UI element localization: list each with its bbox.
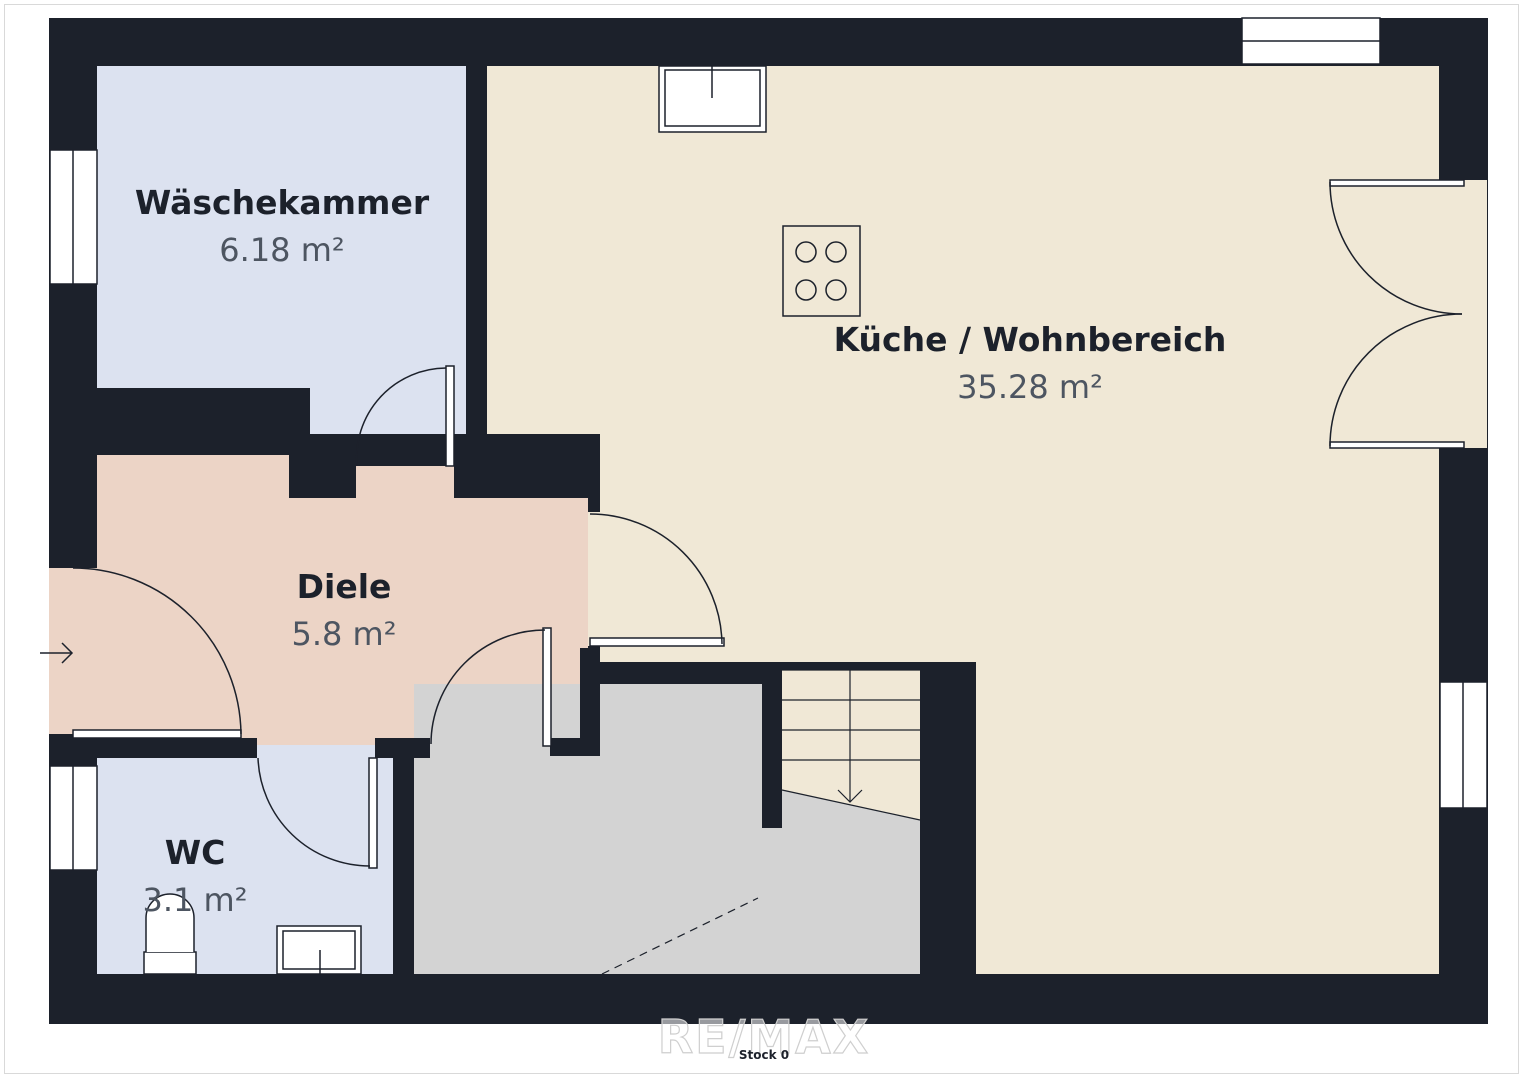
- room-floor-waeschekammer-notch: [310, 388, 466, 434]
- room-floor-kueche-terrace-gap: [1439, 180, 1487, 448]
- room-floor-diele-entrance: [49, 568, 99, 734]
- room-floor-kueche: [487, 66, 1439, 434]
- wall-waesche-kueche: [466, 66, 487, 436]
- window-icon: [49, 149, 98, 285]
- room-area-kueche: 35.28 m²: [957, 368, 1103, 406]
- room-floor-waeschekammer: [97, 66, 466, 388]
- door-swing-icon: [355, 365, 455, 467]
- wall-waesche-diele-left: [97, 388, 310, 455]
- room-floor-kueche-right: [976, 662, 1439, 974]
- page-frame: [4, 4, 1519, 1074]
- wall-diele-pier-left: [289, 434, 356, 498]
- stairs-floor: [782, 670, 920, 820]
- window-icon: [1439, 681, 1488, 809]
- door-swing-icon: [72, 567, 242, 739]
- door-swing-icon: [257, 757, 378, 869]
- wall-diele-wc-left: [49, 738, 257, 758]
- wall-stair-right: [920, 662, 976, 974]
- entrance-arrow-icon: [40, 642, 74, 664]
- window-icon: [1241, 17, 1381, 65]
- stove-icon: [782, 225, 861, 317]
- sink-icon: [276, 925, 362, 975]
- wall-storage-top: [600, 662, 782, 684]
- window-icon: [49, 765, 98, 871]
- door-swing-icon: [430, 627, 552, 747]
- wall-diele-pier-right: [454, 434, 600, 498]
- room-floor-diele: [97, 455, 289, 745]
- door-swing-icon: [1329, 179, 1465, 449]
- stair-under-area: [764, 790, 920, 974]
- wall-diele-stair: [580, 648, 600, 756]
- room-floor-kueche-lower: [600, 434, 1439, 662]
- room-area-wc: 3.1 m²: [142, 881, 247, 919]
- floor-label: Stock 0: [739, 1048, 789, 1062]
- room-floor-kueche-doorway: [588, 512, 602, 646]
- wall-diele-stair-foot: [550, 738, 600, 756]
- room-name-kueche: Küche / Wohnbereich: [834, 320, 1227, 359]
- door-swing-icon: [589, 513, 725, 647]
- sink-icon: [658, 65, 767, 133]
- stairs-icon: [601, 669, 921, 975]
- stair-storage-upper: [414, 756, 600, 786]
- room-area-waeschekammer: 6.18 m²: [219, 231, 344, 269]
- room-name-wc: WC: [165, 833, 226, 872]
- watermark-logo: RE/MAX: [658, 1010, 871, 1064]
- room-name-diele: Diele: [297, 567, 392, 606]
- toilet-icon: [143, 893, 197, 975]
- wall-storage-right: [762, 662, 782, 828]
- room-floor-wc-door: [257, 745, 375, 759]
- room-floor-diele-top: [356, 466, 454, 506]
- wall-wc-storage: [393, 745, 414, 974]
- room-area-diele: 5.8 m²: [291, 615, 396, 653]
- room-name-waeschekammer: Wäschekammer: [135, 183, 430, 222]
